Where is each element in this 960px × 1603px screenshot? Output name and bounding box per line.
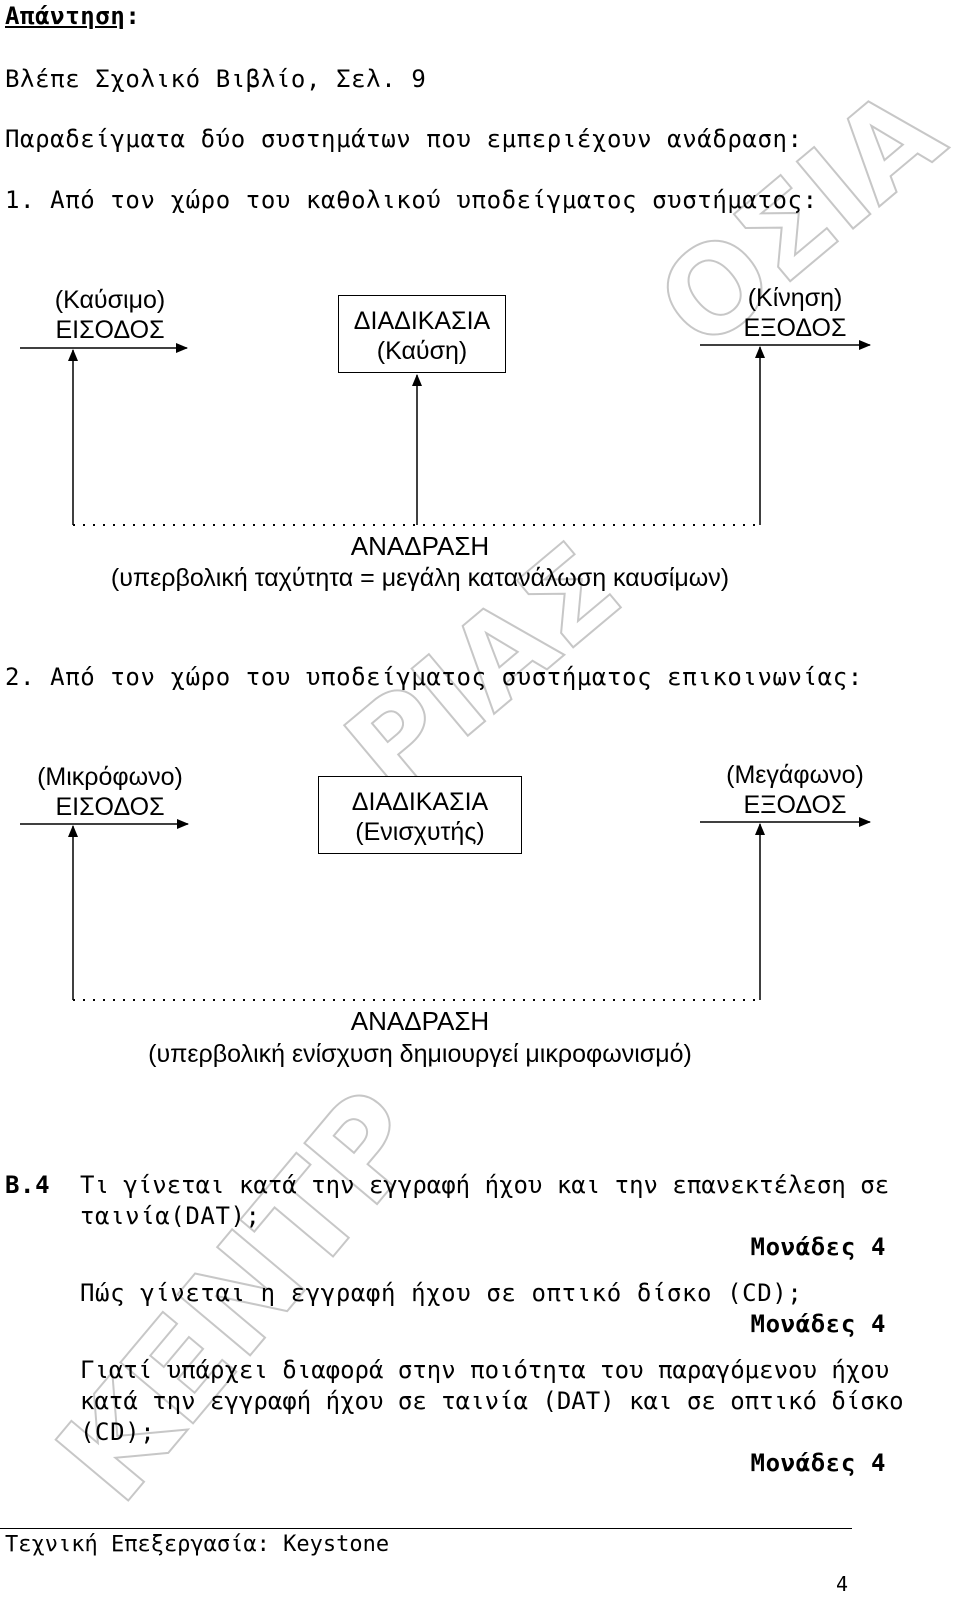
input-detail: (Μικρόφωνο): [37, 763, 183, 791]
output-title: ΕΞΟΔΟΣ: [743, 314, 847, 342]
page-number: 4: [836, 1572, 849, 1596]
answer-label: Απάντηση: [5, 2, 126, 30]
see-book-text: Βλέπε Σχολικό Βιβλίο, Σελ. 9: [5, 65, 427, 93]
question-2-points: Μονάδες 4: [750, 1310, 886, 1338]
output-label: (Μεγάφωνο) ΕΞΟΔΟΣ: [700, 760, 890, 820]
feedback-title: ΑΝΑΔΡΑΣΗ: [350, 531, 490, 561]
question-3-line-2: κατά την εγγραφή ήχου σε ταινία (DAT) κα…: [80, 1387, 904, 1415]
output-title: ΕΞΟΔΟΣ: [743, 791, 847, 819]
process-detail: (Ενισχυτής): [355, 818, 485, 846]
question-2: Πώς γίνεται η εγγραφή ήχου σε οπτικό δίσ…: [80, 1279, 803, 1307]
input-title: ΕΙΣΟΔΟΣ: [55, 793, 165, 821]
example1-heading: 1. Από τον χώρο του καθολικού υποδείγματ…: [5, 186, 818, 214]
process-box: ΔΙΑΔΙΚΑΣΙΑ (Ενισχυτής): [318, 776, 522, 854]
feedback-title: ΑΝΑΔΡΑΣΗ: [350, 1006, 490, 1036]
feedback-note: (υπερβολική ενίσχυση δημιουργεί μικροφων…: [148, 1040, 692, 1068]
example2-heading: 2. Από τον χώρο του υποδείγματος συστήμα…: [5, 663, 863, 691]
input-detail: (Καύσιμο): [54, 286, 166, 314]
footer-rule: [0, 1528, 852, 1529]
question-3-line-1: Γιατί υπάρχει διαφορά στην ποιότητα του …: [80, 1356, 890, 1384]
question-3-points: Μονάδες 4: [750, 1449, 886, 1477]
input-title: ΕΙΣΟΔΟΣ: [55, 316, 165, 344]
output-detail: (Μεγάφωνο): [726, 761, 864, 789]
process-title: ΔΙΑΔΙΚΑΣΙΑ: [351, 788, 489, 816]
feedback-note: (υπερβολική ταχύτητα = μεγάλη κατανάλωση…: [110, 564, 730, 592]
input-label: (Καύσιμο) ΕΙΣΟΔΟΣ: [20, 285, 200, 345]
output-detail: (Κίνηση): [747, 284, 843, 312]
diagram1-arrows: [20, 340, 871, 526]
process-detail: (Καύση): [376, 337, 468, 365]
input-label: (Μικρόφωνο) ΕΙΣΟΔΟΣ: [20, 762, 200, 822]
output-label: (Κίνηση) ΕΞΟΔΟΣ: [700, 283, 890, 343]
examples-intro-text: Παραδείγματα δύο συστημάτων που εμπεριέχ…: [5, 125, 803, 153]
process-box: ΔΙΑΔΙΚΑΣΙΑ (Καύση): [338, 295, 506, 373]
process-title: ΔΙΑΔΙΚΑΣΙΑ: [353, 307, 491, 335]
footer-course: Τεχνική Επεξεργασία: Keystone: [5, 1532, 390, 1557]
question-1-line-2: ταινία(DAT);: [80, 1202, 261, 1230]
answer-colon: :: [125, 2, 141, 30]
question-number: Β.4: [5, 1171, 51, 1199]
question-3-line-3: (CD);: [80, 1418, 156, 1446]
diagram2-arrows: [20, 817, 871, 1001]
question-1-points: Μονάδες 4: [750, 1233, 886, 1261]
question-1-line-1: Τι γίνεται κατά την εγγραφή ήχου και την…: [80, 1171, 890, 1199]
answer-heading: Απάντηση:: [5, 2, 140, 30]
